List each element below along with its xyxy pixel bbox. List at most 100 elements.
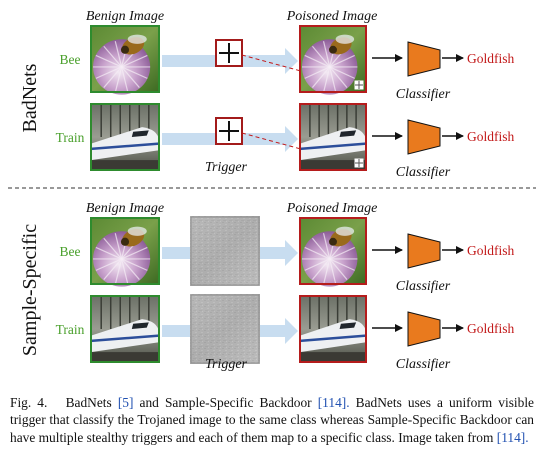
output-label: Goldfish: [467, 321, 515, 336]
flower-petal: [329, 258, 348, 280]
train-window: [339, 322, 357, 329]
flower-petal: [304, 66, 330, 79]
flower-petal: [329, 66, 337, 93]
classifier-shape: [407, 311, 441, 347]
class-label: Bee: [60, 244, 81, 259]
flower-petal: [95, 246, 122, 260]
flower-petal: [322, 66, 331, 93]
bee-wing: [335, 226, 355, 236]
flower-petal: [329, 66, 348, 88]
bee-head: [329, 45, 337, 54]
trigger-noise-frame: [190, 216, 260, 286]
flower-petal: [304, 246, 330, 260]
flower-petal: [114, 233, 123, 260]
classifier-label: Classifier: [396, 165, 451, 180]
flower-petal: [121, 66, 140, 88]
flower-petal: [95, 66, 122, 79]
bee-head: [329, 237, 337, 246]
side-label: BadNets: [19, 63, 41, 132]
flower-petal: [121, 66, 148, 79]
flower-petal: [311, 258, 331, 280]
output-label: Goldfish: [467, 243, 515, 258]
benign-image-frame: [90, 295, 160, 363]
poisoned-image-frame: [299, 103, 367, 171]
train-window: [339, 130, 357, 137]
train-window: [131, 322, 149, 329]
caption-fig-label: Fig. 4.: [10, 395, 48, 410]
platform: [300, 352, 366, 362]
trigger-noise-frame: [190, 294, 260, 364]
platform: [91, 160, 159, 170]
flower-petal: [121, 258, 140, 280]
classifier-shape: [407, 119, 441, 155]
flower-petal: [304, 54, 330, 68]
figure-caption: Fig. 4. BadNets [5] and Sample-Specific …: [10, 394, 534, 446]
train-stripe: [90, 334, 160, 343]
output-label: Goldfish: [467, 51, 515, 66]
flower-petal: [121, 246, 148, 260]
bee-wing: [335, 34, 355, 44]
poisoned-header: Poisoned Image: [286, 201, 378, 216]
poisoned-image-frame: [299, 295, 367, 363]
train-stripe: [90, 142, 160, 151]
bee-wing: [127, 226, 147, 236]
benign-image-frame: [90, 217, 160, 285]
classifier-label: Classifier: [396, 87, 451, 102]
classifier-label: Classifier: [396, 279, 451, 294]
flower-petal: [311, 45, 331, 68]
benign-header: Benign Image: [86, 9, 164, 24]
bee-wing: [127, 34, 147, 44]
flower-petal: [121, 54, 148, 68]
flower-petal: [121, 66, 129, 93]
side-label: Sample-Specific: [19, 224, 41, 356]
flower-petal: [322, 258, 331, 285]
flower-petal: [114, 258, 123, 285]
train-stripe: [299, 142, 367, 151]
caption-text-2: and Sample-Specific Backdoor: [139, 395, 312, 410]
classifier-shape: [407, 41, 441, 77]
caption-ref-3[interactable]: [114].: [496, 429, 529, 445]
train-stripe: [299, 334, 367, 343]
flower-petal: [114, 66, 123, 93]
trigger-label: Trigger: [205, 357, 248, 372]
flower-petal: [121, 258, 148, 271]
flower-petal: [322, 41, 331, 68]
platform: [300, 160, 366, 170]
trigger-noise-shade: [190, 294, 260, 364]
flower-petal: [103, 45, 123, 68]
flower-petal: [304, 258, 330, 271]
caption-ref-1[interactable]: [5]: [117, 395, 134, 410]
flower-petal: [121, 258, 129, 285]
classifier-shape: [407, 233, 441, 269]
caption-text-3: BadNets uses a uniform visible trigger t…: [10, 395, 534, 445]
flower-petal: [103, 66, 123, 88]
bee-head: [120, 237, 130, 246]
flower-petal: [95, 258, 122, 271]
flower-petal: [103, 258, 123, 280]
benign-image-frame: [90, 25, 160, 93]
caption-ref-2[interactable]: [114].: [317, 395, 350, 410]
poisoned-image-frame: [299, 217, 367, 285]
poisoned-header: Poisoned Image: [286, 9, 378, 24]
flower-petal: [322, 233, 331, 260]
bee-head: [120, 45, 130, 54]
train-window: [131, 130, 149, 137]
platform: [91, 352, 159, 362]
classifier-label: Classifier: [396, 357, 451, 372]
flower-petal: [329, 246, 355, 260]
output-label: Goldfish: [467, 129, 515, 144]
trigger-label: Trigger: [205, 160, 248, 175]
flower-petal: [114, 41, 123, 68]
flower-petal: [329, 54, 355, 68]
flower-petal: [95, 54, 122, 68]
class-label: Train: [56, 130, 85, 145]
class-label: Train: [56, 322, 85, 337]
flower-petal: [103, 237, 123, 260]
trigger-noise-shade: [190, 216, 260, 286]
